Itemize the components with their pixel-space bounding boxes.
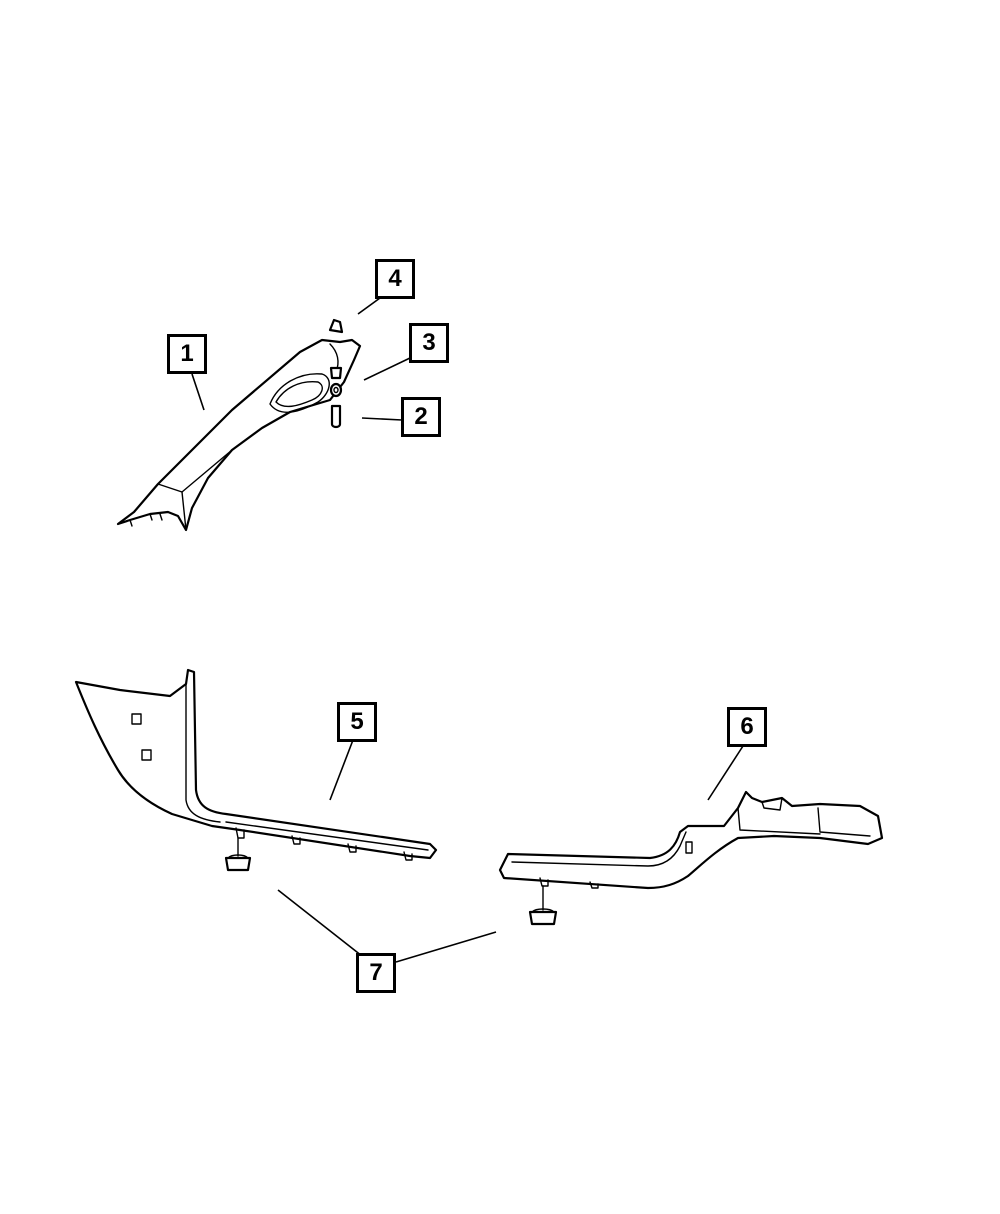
callout-2: 2 — [401, 397, 441, 437]
screw-fastener-part — [330, 404, 342, 429]
clip-fastener-part — [328, 318, 344, 380]
callout-6: 6 — [727, 707, 767, 747]
leader-line-7b — [395, 931, 497, 963]
left-sill-trim-part — [74, 668, 438, 861]
a-pillar-trim-part — [116, 338, 362, 532]
leader-line-2 — [361, 417, 403, 421]
leader-line-7a — [277, 889, 363, 957]
leader-line-5 — [329, 739, 354, 801]
leader-line-3 — [363, 357, 411, 381]
leader-line-4 — [357, 297, 381, 315]
push-pin-retainer-right — [528, 885, 558, 926]
callout-7: 7 — [356, 953, 396, 993]
callout-4: 4 — [375, 259, 415, 299]
callout-5: 5 — [337, 702, 377, 742]
callout-1: 1 — [167, 334, 207, 374]
callout-3: 3 — [409, 323, 449, 363]
leader-line-6 — [707, 745, 744, 801]
push-pin-retainer-left — [224, 837, 252, 872]
washer-part — [329, 382, 343, 398]
leader-line-1 — [191, 373, 205, 411]
right-sill-trim-part — [498, 790, 884, 890]
